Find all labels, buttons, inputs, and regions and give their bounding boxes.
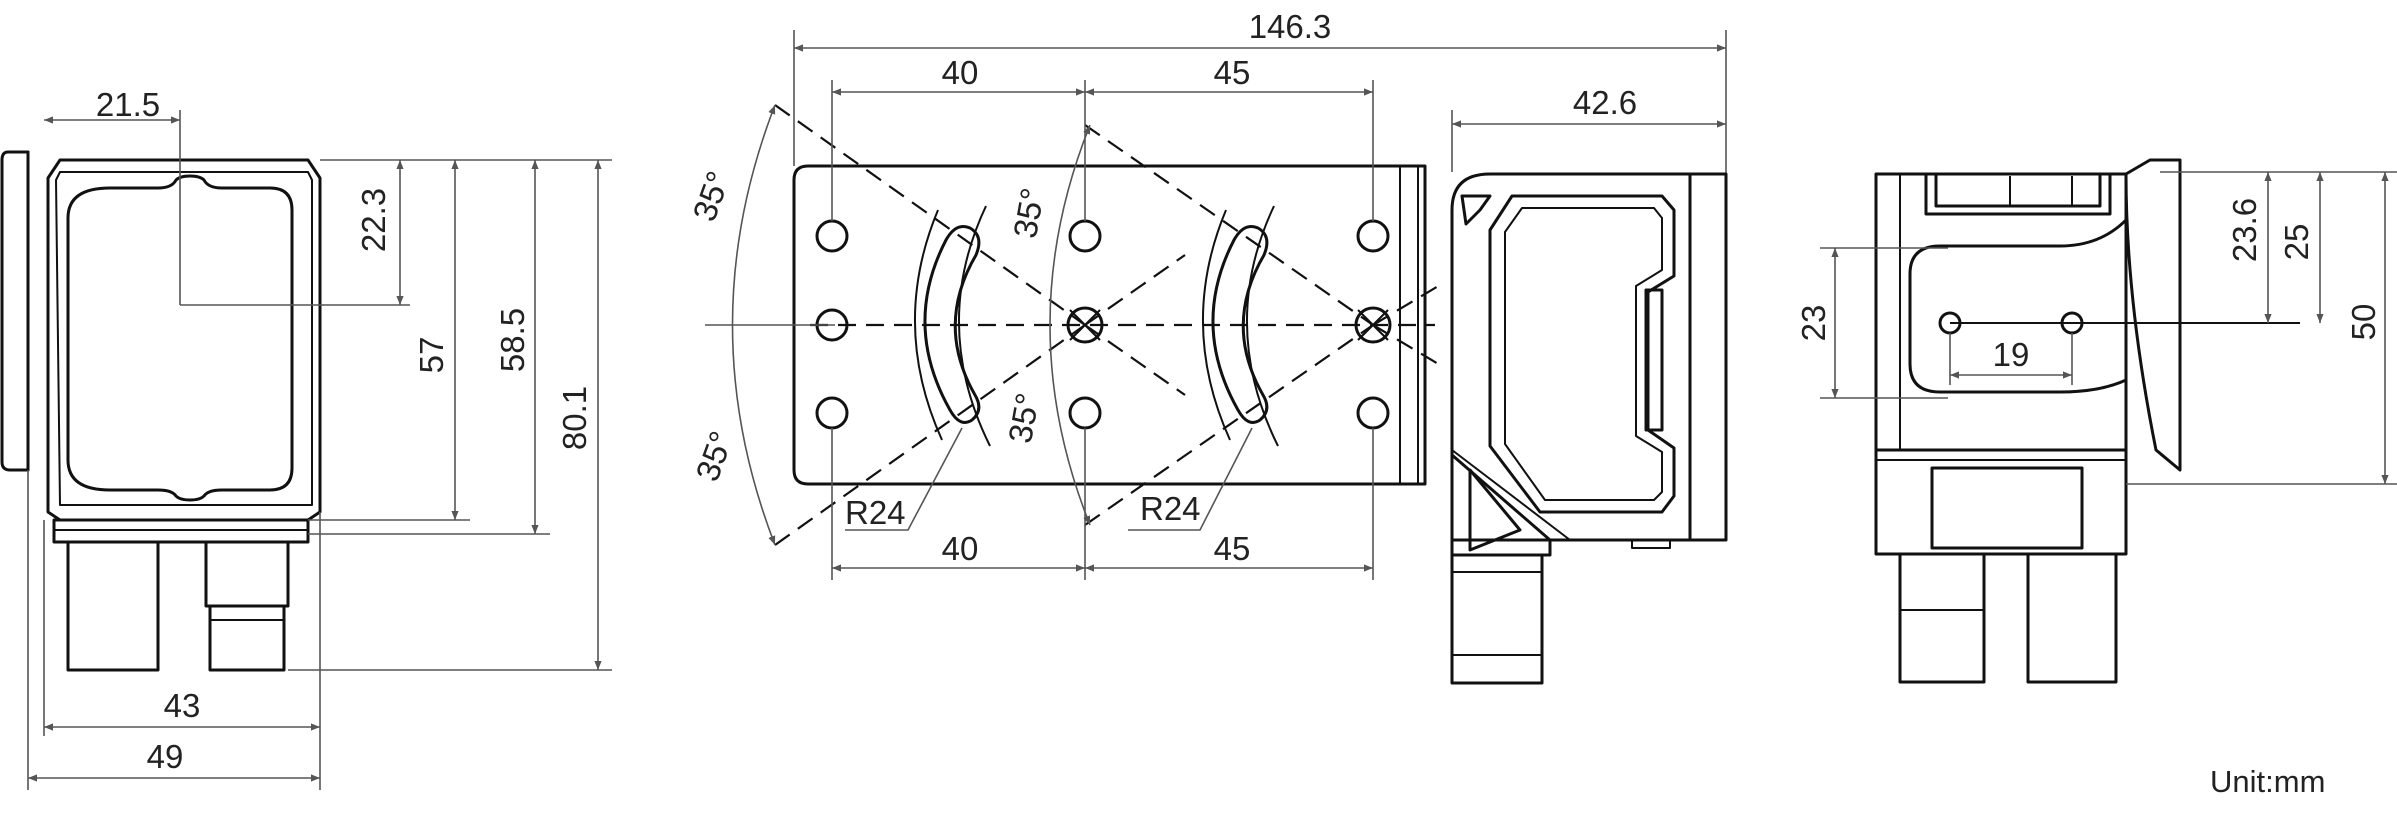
- dim-22-3: 22.3: [355, 188, 392, 252]
- dim-top-40: 40: [942, 54, 979, 91]
- front-view: [0, 110, 612, 790]
- camera-side-view: [1450, 172, 1728, 685]
- back-dimensions: 23 23.6 25 50 19: [1795, 172, 2389, 484]
- bracket-view: [705, 30, 1727, 580]
- dim-80-1: 80.1: [556, 386, 593, 450]
- angle-35-bottom-left: 35°: [688, 426, 740, 486]
- back-view: [1820, 158, 2397, 684]
- dim-57: 57: [413, 337, 450, 374]
- dim-58-5: 58.5: [494, 308, 531, 372]
- angle-35-top-left: 35°: [685, 166, 737, 226]
- angle-35-mid-top: 35°: [1006, 185, 1051, 241]
- front-dimensions: 21.5 22.3 57 58.5 80.1 43 49: [28, 86, 602, 782]
- angle-35-mid-bottom: 35°: [1001, 390, 1046, 446]
- dim-42-6: 42.6: [1573, 84, 1637, 121]
- dim-50: 50: [2345, 304, 2382, 341]
- dim-19: 19: [1993, 336, 2030, 373]
- dim-23-6: 23.6: [2226, 198, 2263, 262]
- radius-r24-right: R24: [1140, 490, 1201, 527]
- dim-49: 49: [147, 738, 184, 775]
- dim-bot-45: 45: [1214, 530, 1251, 567]
- dim-43: 43: [164, 687, 201, 724]
- dim-21-5: 21.5: [96, 86, 160, 123]
- dim-top-45: 45: [1214, 54, 1251, 91]
- unit-label: Unit:mm: [2210, 764, 2325, 799]
- dim-146-3: 146.3: [1249, 8, 1332, 45]
- dim-25: 25: [2278, 224, 2315, 261]
- bracket-dimensions: 146.3 40 45 40 45 42.6 35° 35° 35° 35° R…: [685, 8, 1726, 572]
- radius-r24-left: R24: [845, 494, 906, 531]
- dim-bot-40: 40: [942, 530, 979, 567]
- dim-23: 23: [1795, 305, 1832, 342]
